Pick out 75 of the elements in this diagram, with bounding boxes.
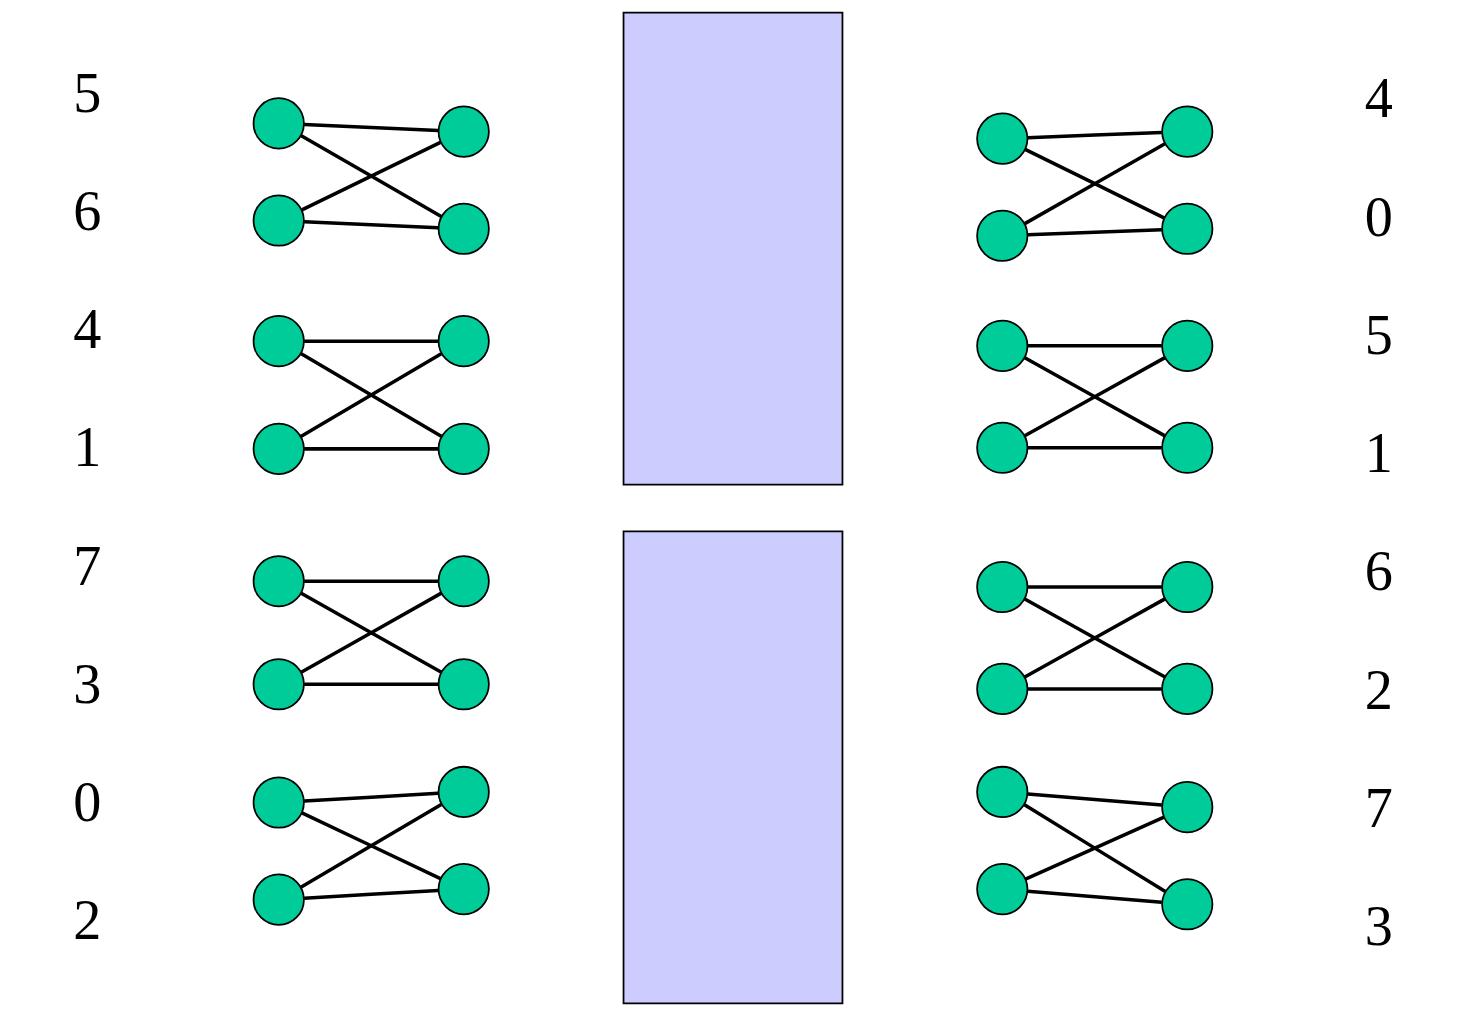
connector [1027, 445, 1162, 450]
node-circle [437, 202, 490, 255]
connector [304, 791, 439, 803]
connector [1024, 815, 1165, 881]
node-label: 0 [1364, 185, 1393, 248]
node-label: 5 [73, 61, 102, 124]
node-label: 6 [1364, 540, 1393, 603]
connector [1027, 687, 1162, 691]
node-circle [252, 873, 305, 926]
node-circle [437, 555, 490, 608]
node-label: 4 [1364, 67, 1393, 130]
node-label: 4 [73, 298, 102, 361]
connector [1023, 356, 1166, 438]
node-circle [1161, 561, 1214, 614]
node-circle [252, 315, 305, 368]
node-label: 1 [1364, 422, 1393, 485]
node-circle [976, 209, 1029, 262]
node-circle [252, 555, 305, 608]
node-box [622, 530, 844, 1005]
node-circle [437, 105, 490, 158]
node-circle [1161, 421, 1214, 474]
node-label: 0 [73, 771, 102, 834]
node-circle [437, 315, 490, 368]
node-label: 7 [73, 534, 102, 597]
connector [299, 133, 443, 218]
node-circle [976, 765, 1029, 818]
node-circle [1161, 878, 1214, 931]
node-label: 2 [1364, 658, 1393, 721]
connector [1027, 792, 1162, 807]
node-circle [1161, 105, 1214, 158]
node-circle [252, 194, 305, 247]
node-circle [1161, 319, 1214, 372]
connector [304, 888, 439, 900]
node-circle [976, 112, 1029, 165]
connector [1027, 130, 1162, 140]
node-circle [437, 765, 490, 818]
connector [300, 591, 443, 674]
connector [304, 122, 439, 133]
node-circle [1161, 662, 1214, 715]
connector [301, 140, 442, 212]
connector [1023, 597, 1166, 679]
node-circle [976, 421, 1029, 474]
node-circle [976, 319, 1029, 372]
node-circle [437, 422, 490, 475]
connector [304, 579, 439, 583]
node-circle [252, 658, 305, 711]
node-circle [976, 863, 1029, 916]
node-circle [437, 658, 490, 711]
node-circle [252, 97, 305, 150]
node-circle [437, 863, 490, 916]
connector [1027, 585, 1162, 589]
node-label: 6 [73, 179, 102, 242]
connector [299, 802, 443, 889]
node-circle [1161, 202, 1214, 255]
connector [1023, 803, 1167, 893]
node-box [622, 11, 844, 486]
connector [1027, 227, 1162, 237]
node-label: 5 [1364, 303, 1393, 366]
connector [304, 447, 439, 451]
node-circle [976, 561, 1029, 614]
node-label: 1 [73, 416, 102, 479]
node-circle [976, 662, 1029, 715]
connector [1027, 889, 1162, 905]
node-circle [252, 776, 305, 829]
node-label: 3 [1364, 895, 1393, 958]
connector [301, 811, 442, 881]
node-label: 2 [73, 889, 102, 952]
connector [1027, 344, 1162, 348]
connector [304, 339, 439, 343]
node-circle [1161, 781, 1214, 834]
node-label: 7 [1364, 776, 1393, 839]
node-circle [252, 422, 305, 475]
connector [304, 682, 439, 686]
node-label: 3 [73, 652, 102, 715]
connector [304, 219, 439, 230]
